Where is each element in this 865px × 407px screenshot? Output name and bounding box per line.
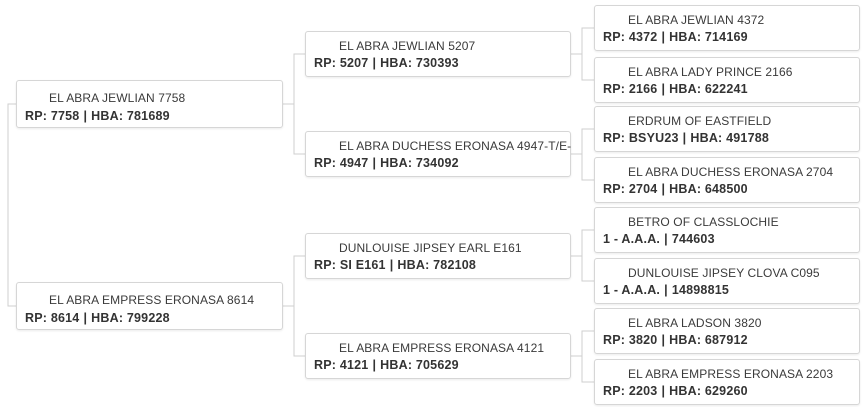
animal-card-dam-dam[interactable]: EL ABRA EMPRESS ERONASA 4121 RP: 4121|HB… (305, 333, 571, 379)
connector-dam-dam (571, 330, 594, 383)
animal-name: EL ABRA EMPRESS ERONASA 2203 (628, 367, 834, 381)
animal-card-dam[interactable]: EL ABRA EMPRESS ERONASA 8614 RP: 8614|HB… (16, 282, 283, 330)
animal-ids: RP: SI E161|HBA: 782108 (314, 258, 477, 272)
animal-name: EL ABRA DUCHESS ERONASA 2704 (628, 165, 834, 179)
animal-card-dam-sire-sire[interactable]: BETRO OF CLASSLOCHIE 1 - A.A.A.|744603 (594, 207, 860, 253)
animal-name: EL ABRA JEWLIAN 4372 (628, 13, 765, 27)
animal-name: EL ABRA DUCHESS ERONASA 4947-T/E- (339, 139, 572, 153)
animal-ids: 1 - A.A.A.|14898815 (603, 283, 730, 297)
animal-card-dam-sire[interactable]: DUNLOUISE JIPSEY EARL E161 RP: SI E161|H… (305, 233, 571, 279)
connector-dam (283, 255, 305, 357)
animal-ids: RP: 7758|HBA: 781689 (25, 109, 170, 123)
connector-dam-sire (571, 229, 594, 282)
animal-name: BETRO OF CLASSLOCHIE (628, 215, 779, 229)
connector-sire (283, 53, 305, 155)
connector-root (7, 103, 16, 307)
animal-ids: RP: 4947|HBA: 734092 (314, 156, 459, 170)
animal-ids: RP: 2704|HBA: 648500 (603, 182, 748, 196)
animal-name: ERDRUM OF EASTFIELD (628, 114, 772, 128)
animal-card-sire-sire-dam[interactable]: EL ABRA LADY PRINCE 2166 RP: 2166|HBA: 6… (594, 57, 860, 103)
animal-name: EL ABRA JEWLIAN 5207 (339, 39, 476, 53)
animal-name: EL ABRA EMPRESS ERONASA 8614 (49, 293, 255, 307)
animal-ids: 1 - A.A.A.|744603 (603, 232, 715, 246)
animal-name: EL ABRA EMPRESS ERONASA 4121 (339, 341, 545, 355)
animal-ids: RP: 2166|HBA: 622241 (603, 82, 748, 96)
animal-card-sire[interactable]: EL ABRA JEWLIAN 7758 RP: 7758|HBA: 78168… (16, 80, 283, 128)
animal-ids: RP: 4121|HBA: 705629 (314, 358, 459, 372)
animal-name: DUNLOUISE JIPSEY EARL E161 (339, 241, 522, 255)
animal-card-sire-sire-sire[interactable]: EL ABRA JEWLIAN 4372 RP: 4372|HBA: 71416… (594, 5, 860, 51)
animal-card-sire-sire[interactable]: EL ABRA JEWLIAN 5207 RP: 5207|HBA: 73039… (305, 31, 571, 77)
animal-card-sire-dam-dam[interactable]: EL ABRA DUCHESS ERONASA 2704 RP: 2704|HB… (594, 157, 860, 203)
animal-name: DUNLOUISE JIPSEY CLOVA C095 (628, 266, 820, 280)
animal-ids: RP: 2203|HBA: 629260 (603, 384, 748, 398)
animal-ids: RP: 8614|HBA: 799228 (25, 311, 170, 325)
animal-ids: RP: 3820|HBA: 687912 (603, 333, 748, 347)
animal-card-dam-sire-dam[interactable]: DUNLOUISE JIPSEY CLOVA C095 1 - A.A.A.|1… (594, 258, 860, 304)
animal-card-sire-dam[interactable]: EL ABRA DUCHESS ERONASA 4947-T/E- RP: 49… (305, 131, 571, 177)
animal-name: EL ABRA LADSON 3820 (628, 316, 762, 330)
animal-ids: RP: 4372|HBA: 714169 (603, 30, 748, 44)
animal-card-dam-dam-sire[interactable]: EL ABRA LADSON 3820 RP: 3820|HBA: 687912 (594, 308, 860, 354)
animal-name: EL ABRA LADY PRINCE 2166 (628, 65, 793, 79)
animal-ids: RP: 5207|HBA: 730393 (314, 56, 459, 70)
animal-ids: RP: BSYU23|HBA: 491788 (603, 131, 770, 145)
connector-sire-dam (571, 128, 594, 181)
animal-card-dam-dam-dam[interactable]: EL ABRA EMPRESS ERONASA 2203 RP: 2203|HB… (594, 359, 860, 405)
connector-sire-sire (571, 27, 594, 81)
animal-card-sire-dam-sire[interactable]: ERDRUM OF EASTFIELD RP: BSYU23|HBA: 4917… (594, 106, 860, 152)
animal-name: EL ABRA JEWLIAN 7758 (49, 91, 186, 105)
